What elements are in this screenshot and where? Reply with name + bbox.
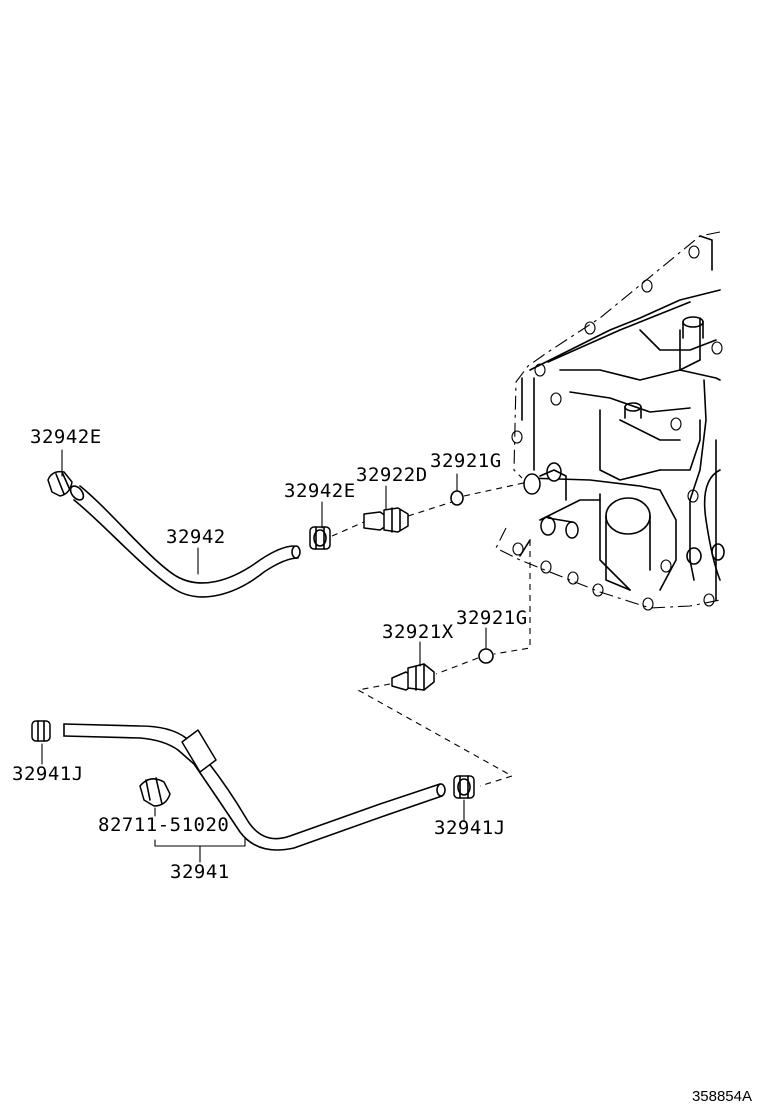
- label-32942E-top: 32942E: [30, 426, 102, 448]
- label-82711-51020: 82711-51020: [98, 814, 229, 836]
- label-32942E-mid: 32942E: [284, 480, 356, 502]
- clip-32942E-top: [47, 470, 73, 497]
- clip-32942E-mid: [309, 526, 331, 550]
- union-32922D: [363, 507, 409, 533]
- leader-lines: [41, 449, 487, 863]
- label-32941J-left: 32941J: [12, 763, 84, 785]
- transmission-case: [495, 231, 725, 611]
- label-32921G-mid: 32921G: [456, 607, 528, 629]
- clamp-82711-51020: [139, 777, 171, 807]
- oring-32921G-mid: [478, 648, 494, 664]
- label-32941J-right: 32941J: [434, 817, 506, 839]
- label-32941: 32941: [170, 861, 230, 883]
- label-32921X: 32921X: [382, 621, 454, 643]
- oring-32921G-top: [450, 490, 464, 506]
- clip-32941J-left: [31, 720, 51, 742]
- label-32942: 32942: [166, 526, 226, 548]
- hose-32941: [63, 723, 446, 851]
- union-32921X: [391, 663, 435, 691]
- label-32922D: 32922D: [356, 464, 428, 486]
- hose-32942: [69, 485, 301, 598]
- label-32921G-top: 32921G: [430, 450, 502, 472]
- clip-32941J-right: [453, 775, 475, 799]
- diagram-reference-code: 358854A: [692, 1088, 752, 1105]
